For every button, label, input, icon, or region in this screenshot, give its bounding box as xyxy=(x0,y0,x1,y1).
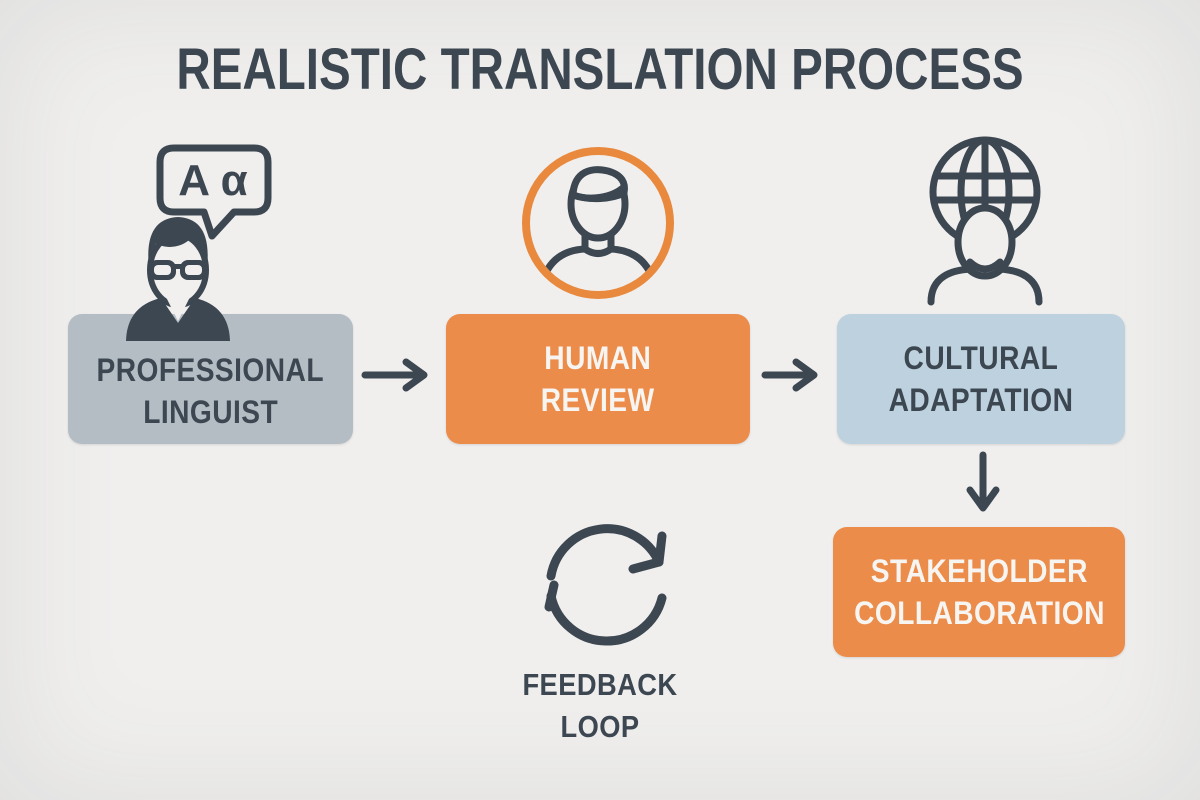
page-title: REALISTIC TRANSLATION PROCESS xyxy=(176,37,1024,102)
feedback-loop-icon xyxy=(544,524,667,646)
node-stakeholder-collaboration: STAKEHOLDER COLLABORATION xyxy=(833,527,1125,657)
speech-bubble-icon xyxy=(156,144,272,240)
glasses-lens xyxy=(154,265,171,275)
node-label-line: CULTURAL xyxy=(903,340,1059,376)
collar-shape xyxy=(164,293,192,321)
hair-shape xyxy=(148,217,208,268)
node-label-line: REVIEW xyxy=(541,382,655,418)
arrow-down-adaptation-to-stakeholder-icon xyxy=(966,451,1000,512)
feedback-loop-label: FEEDBACK LOOP xyxy=(450,664,749,748)
shoulders-shape xyxy=(126,298,230,341)
arrow-right-linguist-to-review-icon xyxy=(361,358,428,392)
node-label-line: STAKEHOLDER xyxy=(870,553,1088,589)
node-label-line: ADAPTATION xyxy=(888,382,1074,418)
linguist-avatar-icon: A α xyxy=(126,144,272,341)
node-label-line: LINGUIST xyxy=(143,394,278,430)
globe-person-icon xyxy=(927,136,1043,306)
shoulders-outline xyxy=(927,258,1043,306)
feedback-label-line: FEEDBACK xyxy=(522,667,678,702)
node-label-line: HUMAN xyxy=(544,340,652,376)
node-label-line: COLLABORATION xyxy=(853,595,1105,631)
node-cultural-adaptation: CULTURAL ADAPTATION xyxy=(837,314,1125,444)
glasses-lens xyxy=(185,265,202,275)
feedback-label-line: LOOP xyxy=(560,709,640,744)
node-label-line: PROFESSIONAL xyxy=(96,352,325,388)
node-human-review: HUMAN REVIEW xyxy=(446,314,750,444)
human-review-badge-icon xyxy=(522,147,674,299)
speech-bubble-text: A α xyxy=(178,156,247,205)
arrow-right-review-to-adaptation-icon xyxy=(761,358,818,392)
